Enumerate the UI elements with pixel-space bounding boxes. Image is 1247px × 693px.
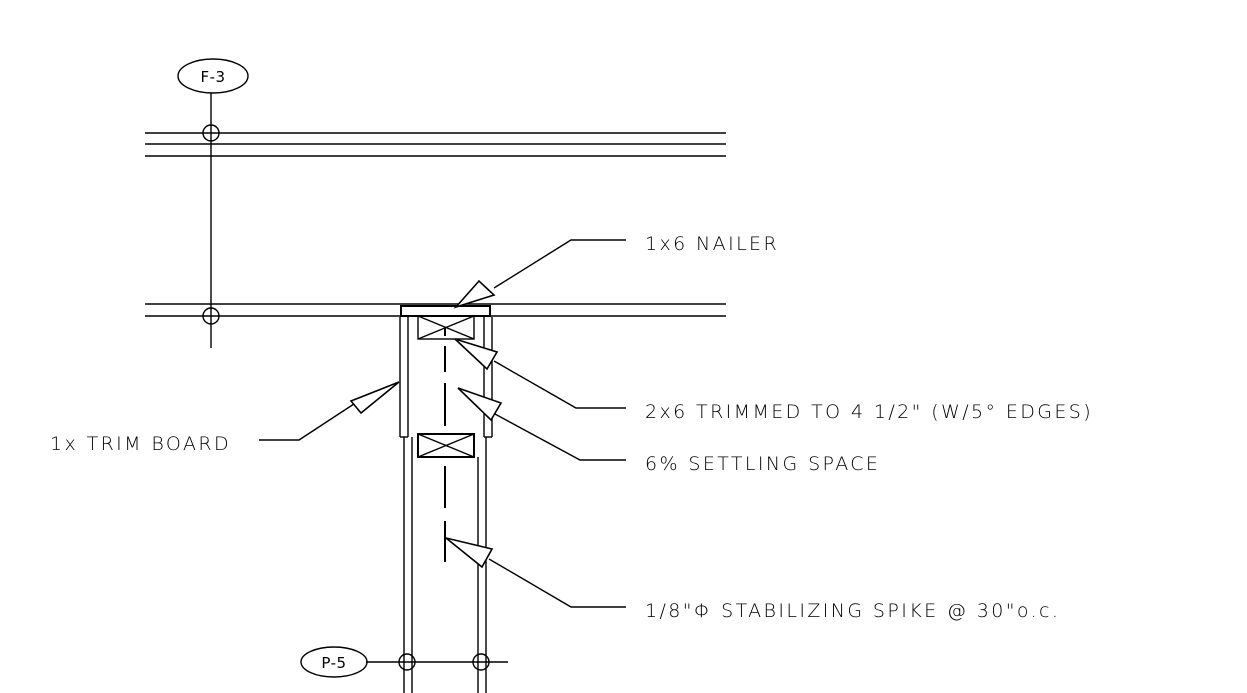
upper-beam-lines: [145, 132, 726, 157]
callout-trimmed: 2x6 TRIMMED TO 4 1/2" (W/5° EDGES): [454, 338, 1093, 423]
grid-tag-top: F-3: [177, 58, 249, 94]
callout-settling: 6% SETTLING SPACE: [457, 387, 880, 475]
callout-settling-label: 6% SETTLING SPACE: [645, 453, 880, 475]
grid-tag-bottom: P-5: [300, 646, 368, 678]
callout-nailer-label: 1x6 NAILER: [645, 233, 779, 255]
post-lines: [403, 437, 487, 693]
grid-node-marker: [202, 124, 220, 142]
trimmed-block-bottom: [417, 433, 475, 458]
callout-trim-board-label: 1x TRIM BOARD: [50, 433, 231, 455]
grid-node-marker: [472, 653, 490, 671]
trim-board-left: [399, 317, 409, 438]
grid-node-marker: [202, 307, 220, 325]
grid-tag-bottom-label: P-5: [321, 654, 346, 672]
leader-arrow: [445, 537, 494, 569]
leader-arrow: [453, 279, 496, 309]
nailer-board: [400, 305, 491, 317]
callout-spike: 1/8"Φ STABILIZING SPIKE @ 30"o.c.: [445, 537, 1060, 622]
grid-node-marker: [398, 653, 416, 671]
callout-trimmed-label: 2x6 TRIMMED TO 4 1/2" (W/5° EDGES): [645, 401, 1093, 423]
grid-line-p5: [366, 653, 508, 671]
callout-nailer: 1x6 NAILER: [453, 233, 779, 309]
trimmed-block-top: [417, 315, 475, 340]
leader-arrow: [349, 381, 400, 415]
leader-arrow: [457, 387, 503, 422]
leader-arrow: [454, 338, 499, 371]
grid-tag-top-label: F-3: [200, 68, 225, 86]
grid-line-f3: [202, 93, 220, 348]
callout-spike-label: 1/8"Φ STABILIZING SPIKE @ 30"o.c.: [645, 600, 1060, 622]
callout-trim-board: 1x TRIM BOARD: [50, 381, 400, 455]
